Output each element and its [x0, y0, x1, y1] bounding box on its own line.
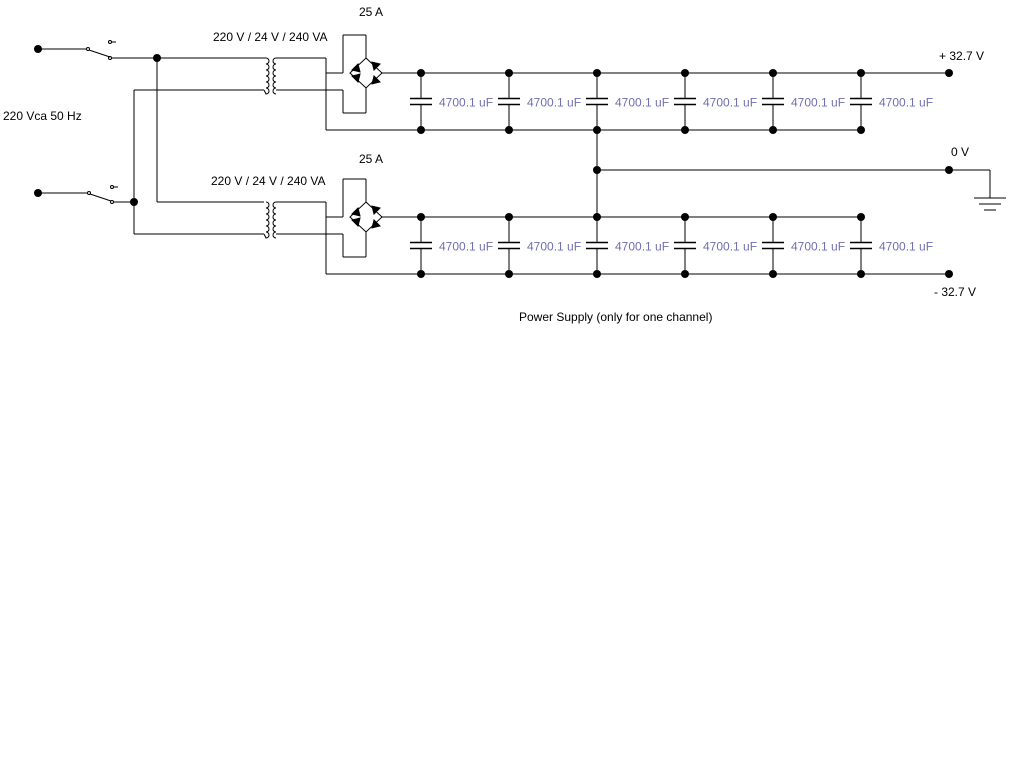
capacitor-value-label: 4700.1 uF: [879, 96, 933, 110]
positive-output-terminal: [945, 69, 953, 77]
bridge-rectifier-bottom: [325, 178, 862, 275]
capacitor-top-5: 4700.1 uF: [762, 69, 845, 134]
ground-output-terminal: [945, 166, 953, 174]
node-dot: [857, 213, 865, 221]
diagram-caption: Power Supply (only for one channel): [519, 310, 712, 324]
node-dot: [857, 270, 865, 278]
capacitor-bottom-3: 4700.1 uF: [586, 213, 669, 278]
capacitor-value-label: 4700.1 uF: [879, 240, 933, 254]
capacitor-value-label: 4700.1 uF: [527, 240, 581, 254]
capacitor-value-label: 4700.1 uF: [791, 240, 845, 254]
node-dot: [681, 69, 689, 77]
capacitor-bottom-1: 4700.1 uF: [410, 213, 493, 278]
node-dot: [857, 69, 865, 77]
node-dot: [505, 270, 513, 278]
node-dot: [505, 213, 513, 221]
node-dot: [681, 213, 689, 221]
node-dot: [769, 270, 777, 278]
capacitor-bank-bottom: 4700.1 uF 4700.1 uF 4700.1 uF 4700.1 uF 4700…: [410, 213, 933, 278]
negative-output-label: - 32.7 V: [934, 285, 976, 299]
node-dot: [769, 69, 777, 77]
capacitor-value-label: 4700.1 uF: [703, 240, 757, 254]
bridge-bottom-label: 25 A: [359, 152, 383, 166]
capacitor-bottom-6: 4700.1 uF: [850, 213, 933, 278]
bridge-rectifier-top: [325, 34, 862, 131]
node-dot: [769, 213, 777, 221]
input-voltage-label: 220 Vca 50 Hz: [3, 109, 82, 123]
capacitor-value-label: 4700.1 uF: [615, 96, 669, 110]
capacitor-top-3: 4700.1 uF: [586, 69, 669, 134]
output-rails: [593, 69, 1006, 278]
node-dot: [417, 126, 425, 134]
capacitor-value-label: 4700.1 uF: [615, 240, 669, 254]
node-dot: [417, 69, 425, 77]
capacitor-top-4: 4700.1 uF: [674, 69, 757, 134]
node-dot: [505, 69, 513, 77]
capacitor-bottom-2: 4700.1 uF: [498, 213, 581, 278]
mains-input: [34, 40, 264, 235]
capacitor-top-2: 4700.1 uF: [498, 69, 581, 134]
node-dot: [593, 270, 601, 278]
capacitor-value-label: 4700.1 uF: [527, 96, 581, 110]
capacitor-value-label: 4700.1 uF: [439, 96, 493, 110]
node-dot: [681, 270, 689, 278]
capacitor-value-label: 4700.1 uF: [439, 240, 493, 254]
capacitor-value-label: 4700.1 uF: [791, 96, 845, 110]
negative-output-terminal: [945, 270, 953, 278]
transformer-top-label: 220 V / 24 V / 240 VA: [213, 30, 328, 44]
capacitor-top-6: 4700.1 uF: [850, 69, 933, 134]
node-dot: [417, 213, 425, 221]
positive-output-label: + 32.7 V: [939, 49, 984, 63]
capacitor-value-label: 4700.1 uF: [703, 96, 757, 110]
transformer-bottom-label: 220 V / 24 V / 240 VA: [211, 174, 326, 188]
ground-output-label: 0 V: [951, 145, 969, 159]
node-dot: [681, 126, 689, 134]
bridge-top-label: 25 A: [359, 5, 383, 19]
node-dot: [857, 126, 865, 134]
transformer-bottom: [263, 201, 326, 239]
ground-icon: [974, 170, 1006, 211]
capacitor-top-1: 4700.1 uF: [410, 69, 493, 134]
node-dot: [505, 126, 513, 134]
capacitor-bank-top: 4700.1 uF 4700.1 uF 4700.1 uF 4700.1 uF 4700…: [410, 69, 933, 134]
capacitor-bottom-5: 4700.1 uF: [762, 213, 845, 278]
node-dot: [417, 270, 425, 278]
capacitor-bottom-4: 4700.1 uF: [674, 213, 757, 278]
node-dot: [769, 126, 777, 134]
transformer-top: [263, 57, 326, 95]
node-dot: [593, 69, 601, 77]
